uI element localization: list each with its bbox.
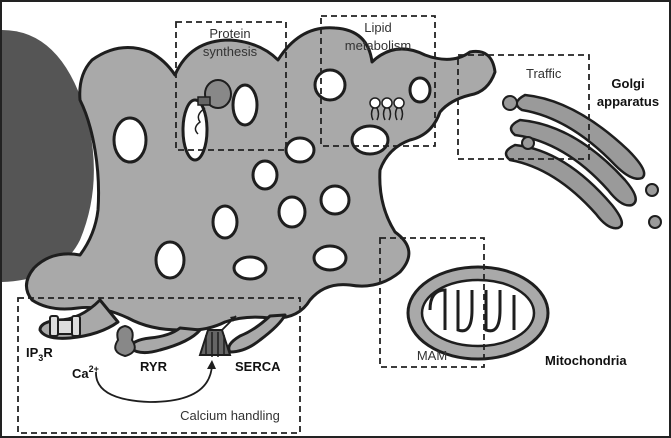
calcium-ion-label: Ca2+ [72, 364, 99, 381]
ip3r-end: R [43, 345, 53, 360]
ca-sup: 2+ [89, 364, 99, 374]
traffic-label: Traffic [526, 66, 562, 81]
er-hole [253, 161, 277, 189]
er-hole [286, 138, 314, 162]
er-hole [234, 257, 266, 279]
ryr-label: RYR [140, 359, 168, 374]
lipid-metabolism-label-2: metabolism [345, 38, 411, 53]
er-hole [233, 85, 257, 125]
ca-main: Ca [72, 366, 89, 381]
ryr-channel-icon [115, 326, 135, 356]
protein-synthesis-label-1: Protein [209, 26, 250, 41]
er-hole [156, 242, 184, 278]
golgi-label-2: apparatus [597, 94, 659, 109]
mitochondrion [408, 267, 548, 359]
ip3r-main: IP [26, 345, 39, 360]
er-hole [213, 206, 237, 238]
mitochondria-label: Mitochondria [545, 353, 627, 368]
ip3r-channel-icon [50, 316, 80, 336]
golgi-label-1: Golgi [611, 76, 644, 91]
lipid-metabolism-label-1: Lipid [364, 20, 391, 35]
er-hole [352, 126, 388, 154]
golgi-apparatus [503, 95, 661, 228]
er-hole [410, 78, 430, 102]
er-hole [279, 197, 305, 227]
er-hole [314, 246, 346, 270]
mam-label: MAM [417, 348, 447, 363]
nucleus [2, 30, 94, 282]
calcium-handling-label: Calcium handling [180, 408, 280, 423]
serca-label: SERCA [235, 359, 281, 374]
er-hole [315, 70, 345, 100]
er-hole [321, 186, 349, 214]
protein-synthesis-label-2: synthesis [203, 44, 258, 59]
er-hole [114, 118, 146, 162]
ip3r-label: IP3R [26, 345, 53, 363]
